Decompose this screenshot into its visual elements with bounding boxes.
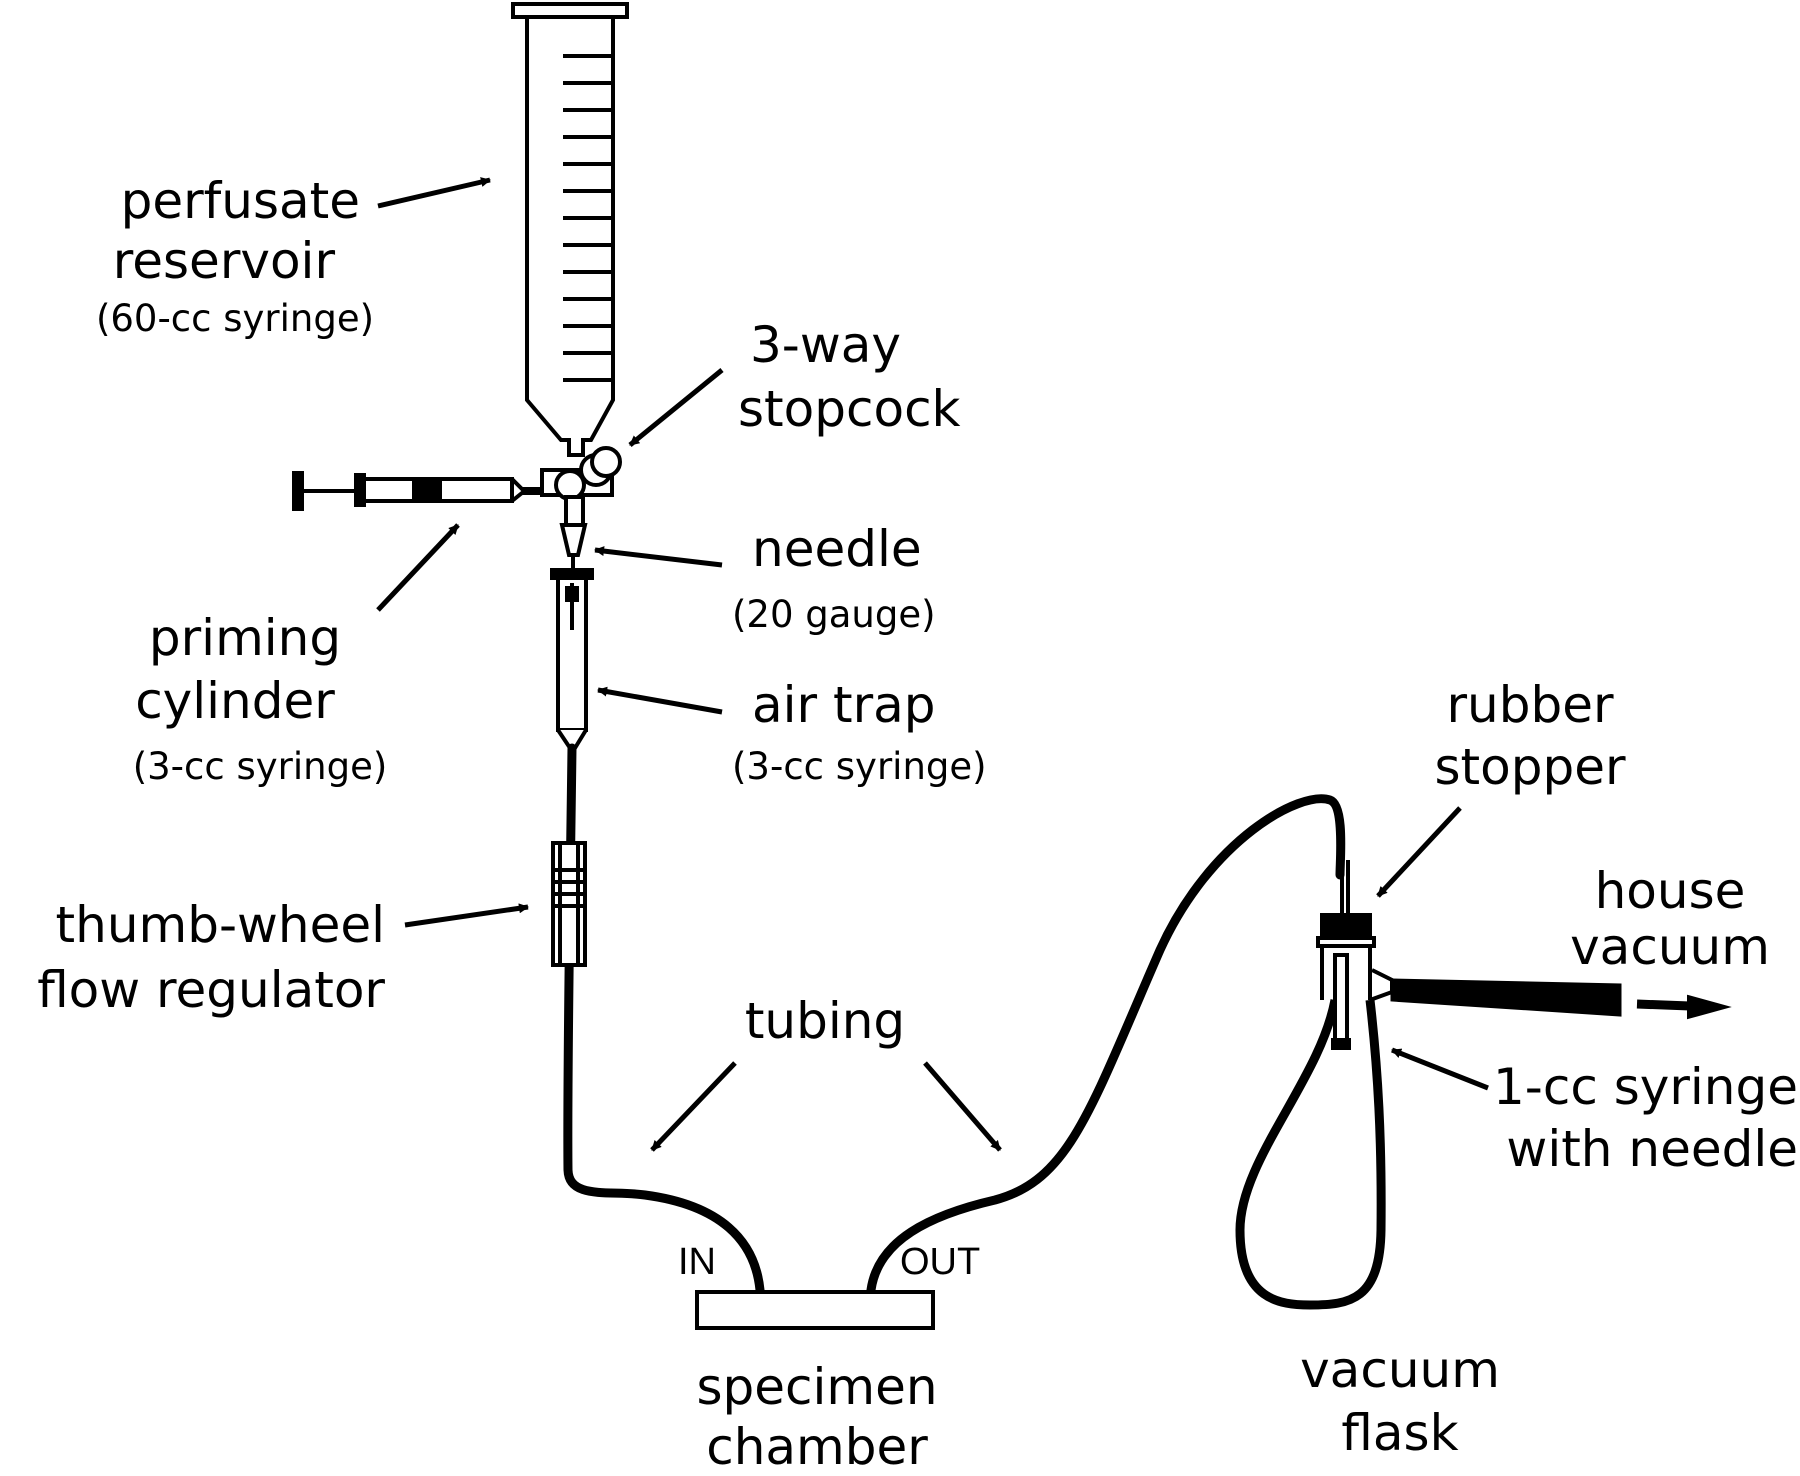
label-with-needle: with needle <box>1506 1120 1798 1178</box>
callout-arrows <box>376 177 1489 1152</box>
arrow-tubing-right <box>923 1061 1002 1152</box>
label-3-way: 3-way <box>750 316 901 374</box>
label-reservoir-sub: (60-cc syringe) <box>95 297 375 340</box>
label-needle: needle <box>752 520 922 578</box>
label-air-trap: air trap <box>752 676 936 734</box>
label-1cc-syringe: 1-cc syringe <box>1492 1058 1798 1116</box>
vacuum-flask <box>1235 999 1386 1310</box>
label-cylinder: cylinder <box>135 672 335 730</box>
arrow-flow-regulator <box>404 903 529 928</box>
tubing-outflow <box>866 794 1346 1295</box>
arrow-one-cc-syringe <box>1391 1047 1489 1091</box>
label-house: house <box>1594 862 1746 920</box>
arrow-tubing-left <box>650 1061 737 1152</box>
thumb-wheel-flow-regulator <box>551 841 587 967</box>
arrow-perfusate-reservoir <box>377 177 491 209</box>
arrow-priming-cylinder <box>376 523 460 612</box>
graduation-marks <box>563 54 613 382</box>
label-needle-sub: (20 gauge) <box>732 593 936 636</box>
label-rubber: rubber <box>1446 676 1614 734</box>
label-vacuum-flask-1: vacuum <box>1300 1341 1500 1399</box>
arrow-air-trap <box>597 686 723 715</box>
label-priming: priming <box>148 609 342 667</box>
label-reservoir: reservoir <box>112 232 335 290</box>
arrow-stopcock <box>628 368 724 447</box>
one-cc-syringe-with-needle <box>1331 953 1351 1050</box>
label-flow-regulator: flow regulator <box>37 961 385 1019</box>
label-chamber: chamber <box>706 1418 928 1476</box>
label-vacuum: vacuum <box>1570 918 1770 976</box>
specimen-chamber <box>695 1290 935 1330</box>
rubber-stopper <box>1316 860 1376 1000</box>
air-trap-syringe <box>550 568 594 750</box>
label-stopper: stopper <box>1434 738 1626 796</box>
label-priming-sub: (3-cc syringe) <box>132 745 388 788</box>
arrow-needle <box>594 546 723 568</box>
label-out: OUT <box>900 1241 981 1283</box>
label-specimen: specimen <box>696 1358 938 1416</box>
stopcock-valve <box>540 446 622 557</box>
label-in: IN <box>678 1241 716 1283</box>
house-vacuum-line <box>1369 968 1732 1020</box>
arrow-rubber-stopper <box>1376 806 1462 898</box>
label-air-trap-sub: (3-cc syringe) <box>732 745 987 788</box>
label-thumb-wheel: thumb-wheel <box>55 896 385 954</box>
label-vacuum-flask-2: flask <box>1341 1404 1459 1462</box>
label-tubing: tubing <box>744 992 906 1050</box>
label-stopcock: stopcock <box>738 380 961 438</box>
label-perfusate: perfusate <box>120 172 360 230</box>
perfusate-reservoir-syringe <box>511 2 629 457</box>
priming-cylinder-syringe <box>292 471 542 511</box>
